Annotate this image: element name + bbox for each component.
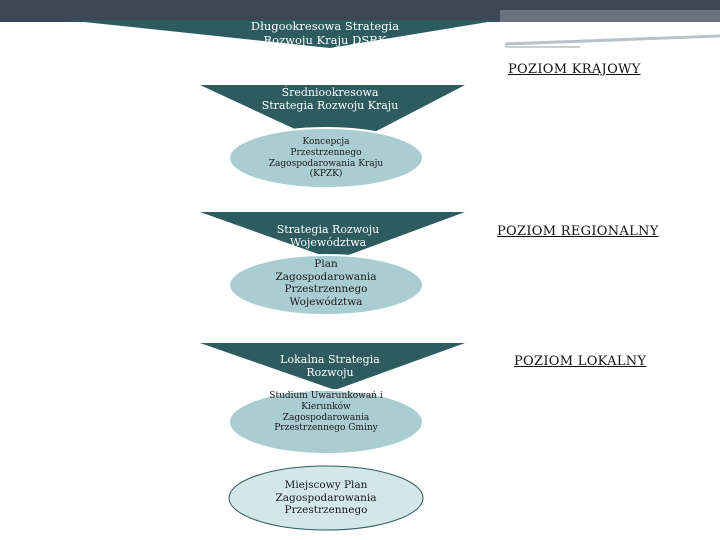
label-dsrk: Długookresowa Strategia Rozwoju Kraju DS… xyxy=(250,19,400,47)
triangle-srk xyxy=(200,85,465,150)
ellipse-kpzk xyxy=(228,127,424,189)
level-national: POZIOM KRAJOWY xyxy=(508,62,641,77)
level-regional: POZIOM REGIONALNY xyxy=(497,224,659,239)
label-srk: Średniookresowa Strategia Rozwoju Kraju xyxy=(261,86,399,113)
triangle-srw xyxy=(200,212,465,260)
label-suikzpg: Studium Uwarunkowań i Kierunków Zagospod… xyxy=(269,391,383,434)
ellipse-mpzp xyxy=(228,465,424,531)
label-kpzk: Koncepcja Przestrzennego Zagospodarowani… xyxy=(268,137,384,180)
decor-line xyxy=(504,34,720,46)
level-local: POZIOM LOKALNY xyxy=(514,354,647,369)
label-mpzp: Miejscowy Plan Zagospodarowania Przestrz… xyxy=(275,479,377,517)
triangle-lsr xyxy=(200,343,465,390)
ellipse-suikzpg xyxy=(228,389,424,455)
ellipse-pzpw xyxy=(228,254,424,316)
triangle-dsrk xyxy=(65,20,500,48)
label-srw: Strategia Rozwoju Województwa xyxy=(276,223,380,250)
label-lsr: Lokalna Strategia Rozwoju xyxy=(280,353,380,380)
label-pzpw: Plan Zagospodarowania Przestrzennego Woj… xyxy=(275,258,377,308)
header-accent-strip xyxy=(500,10,720,22)
